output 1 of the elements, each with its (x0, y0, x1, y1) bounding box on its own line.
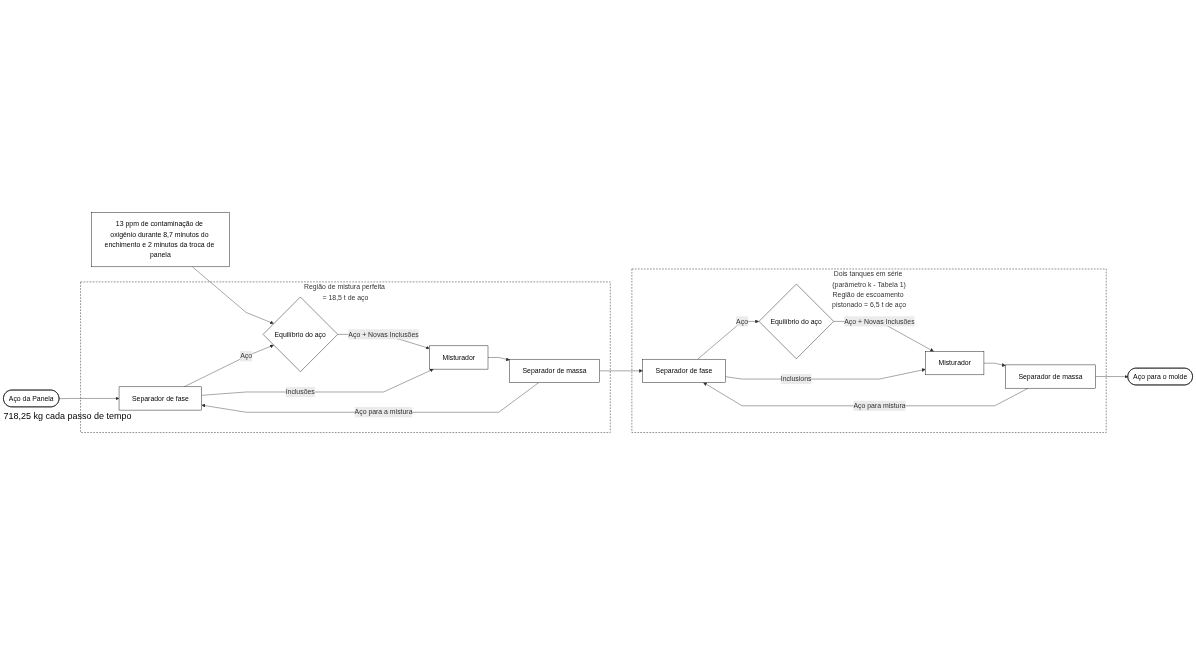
node-caption: 718,25 kg cada passo de tempo (3, 410, 132, 421)
